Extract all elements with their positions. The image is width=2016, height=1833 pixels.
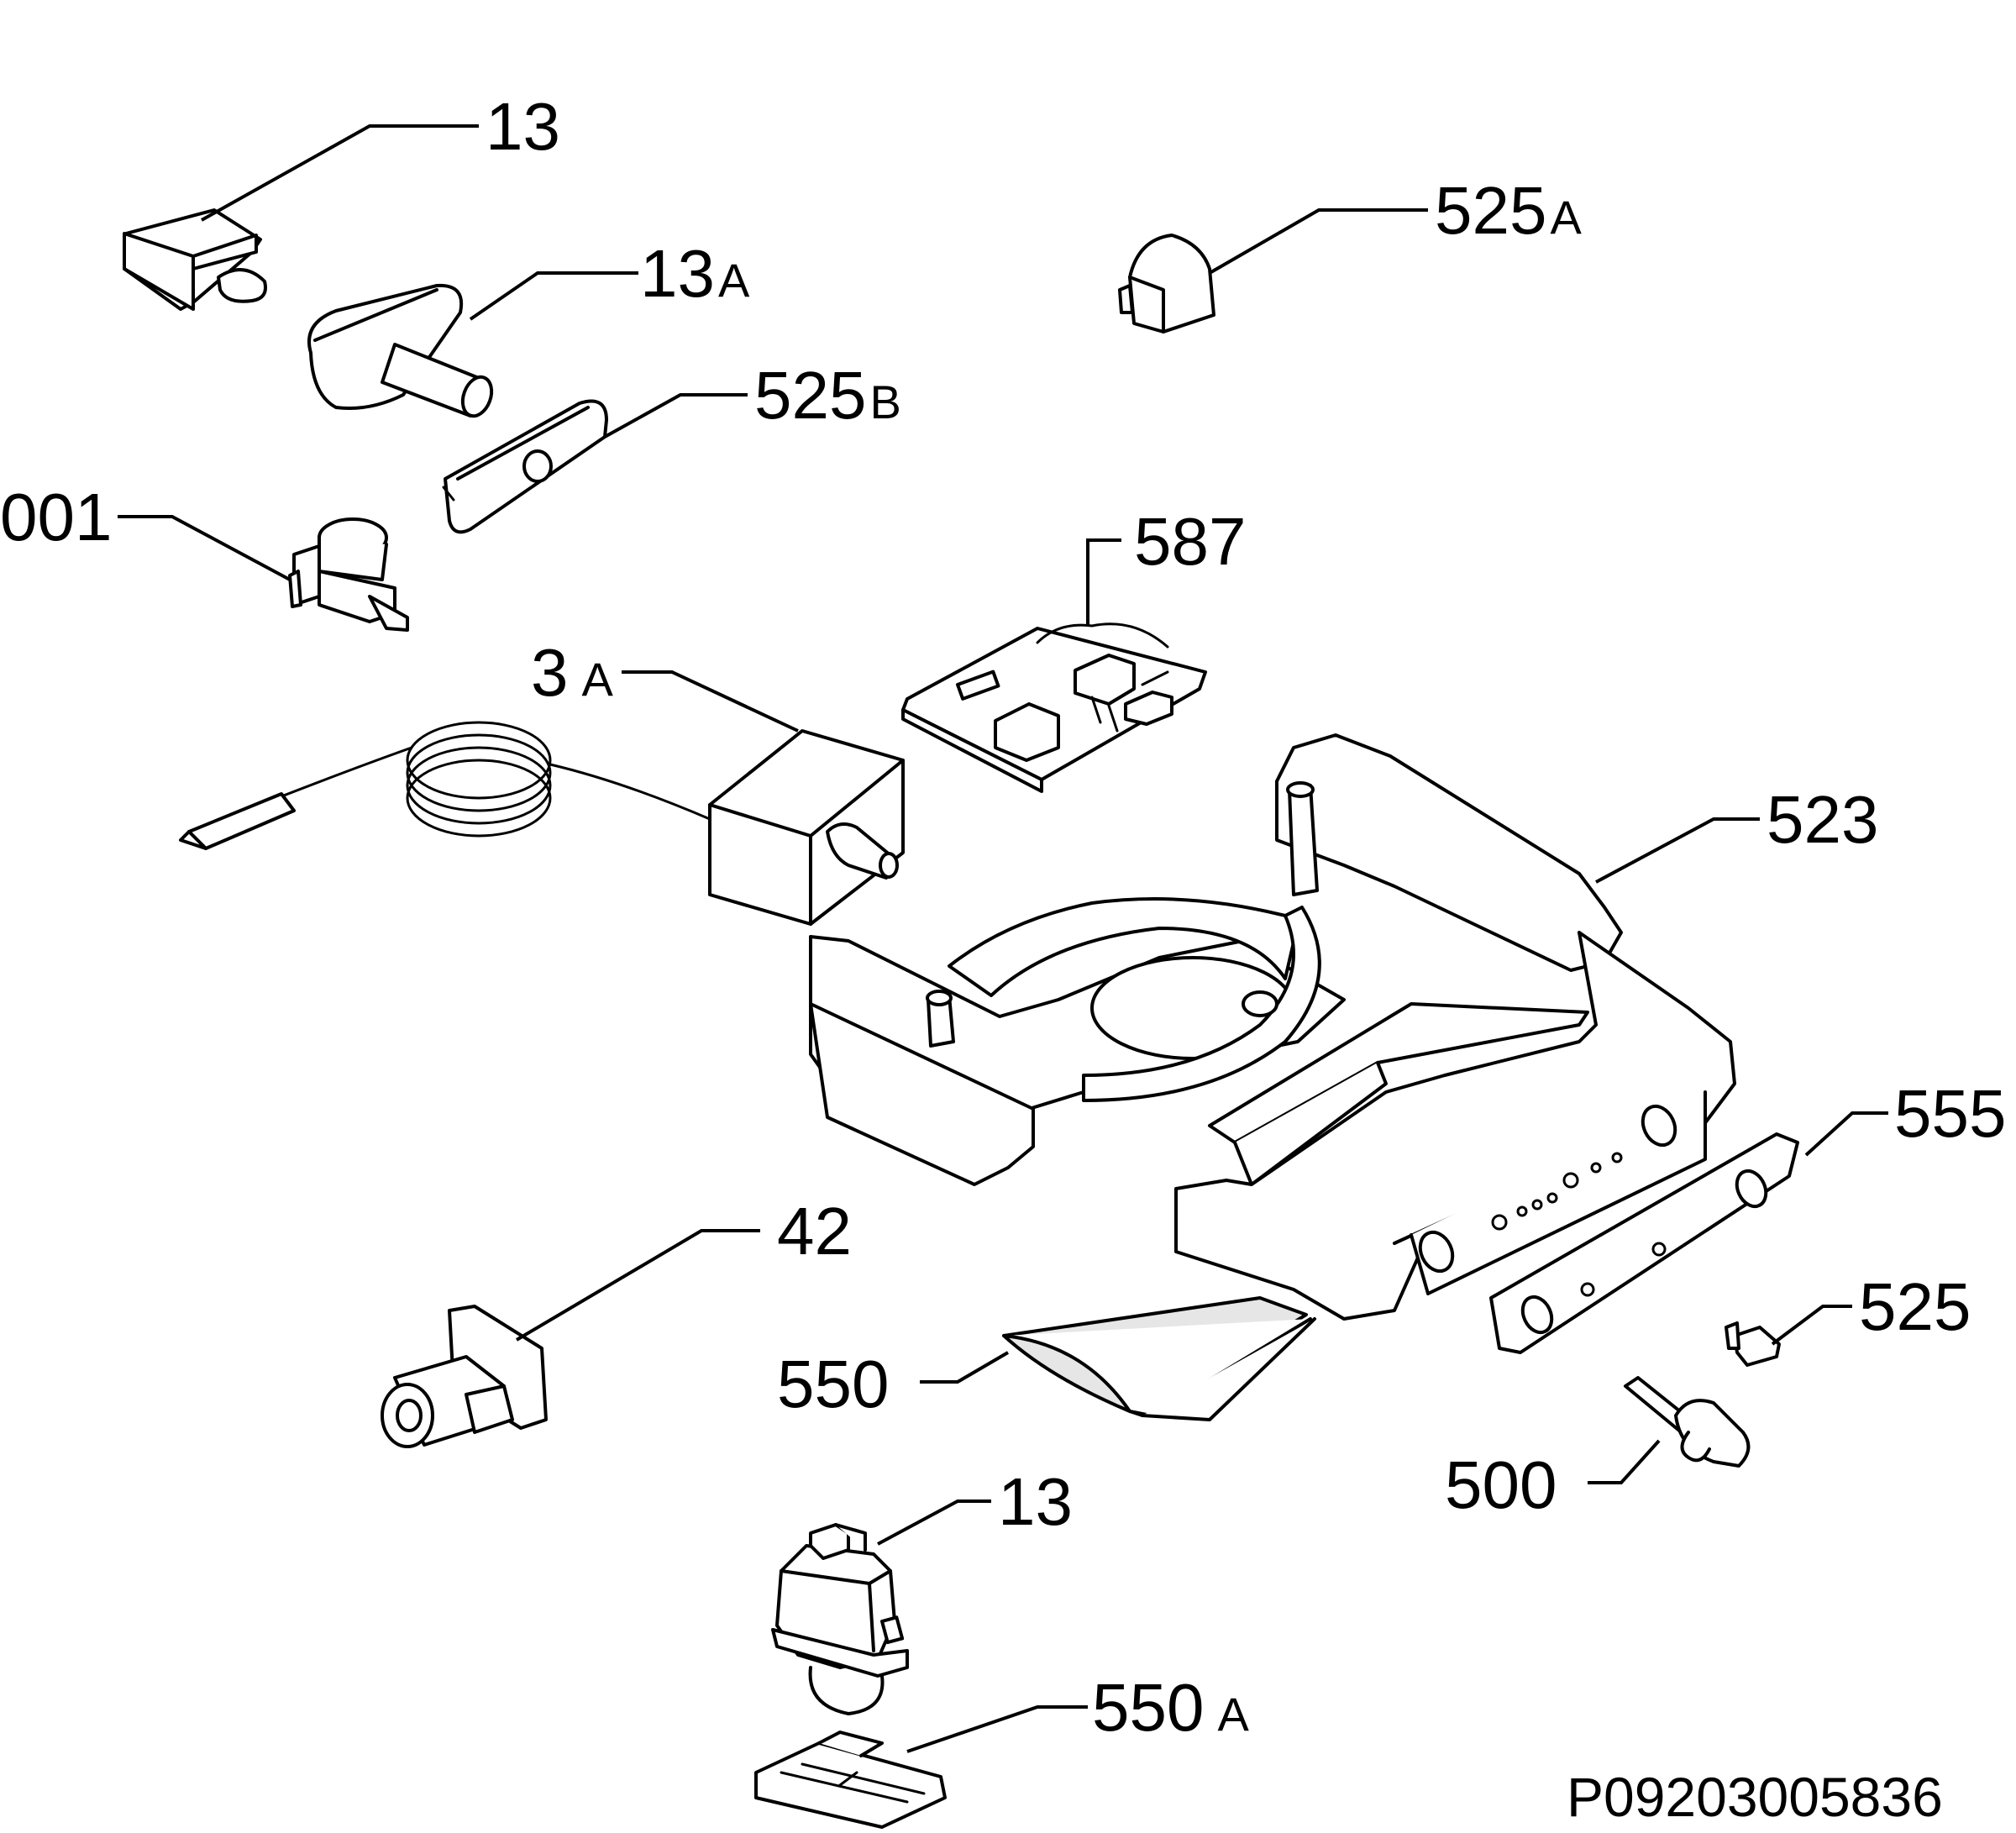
callout-555: 555 <box>1894 1076 2006 1151</box>
leader-lines <box>118 124 1888 1753</box>
callout-550: 550 <box>777 1347 889 1421</box>
callout-13-bottom: 13 <box>998 1464 1073 1539</box>
drawing-code: P09203005836 <box>1567 1766 1943 1828</box>
callout-001: 001 <box>0 480 112 554</box>
part-525b <box>442 399 608 534</box>
callout-13a: 13A <box>640 236 750 311</box>
callout-587: 587 <box>1134 504 1246 579</box>
part-42-socket <box>381 1305 548 1448</box>
part-523-housing <box>809 733 1736 1321</box>
callout-525b: 525B <box>754 358 901 433</box>
part-3a-thermostat <box>179 721 905 926</box>
part-555-panel <box>1489 1132 1799 1354</box>
part-13-bottom <box>771 1523 909 1715</box>
part-587-pcb <box>901 622 1207 793</box>
part-550-cover <box>1002 1296 1316 1421</box>
part-13a <box>307 283 494 418</box>
callout-42: 42 <box>777 1194 852 1268</box>
callout-525a: 525A <box>1435 173 1582 248</box>
part-525a <box>1118 234 1215 334</box>
callout-13-top: 13 <box>486 89 560 164</box>
callout-500: 500 <box>1445 1447 1557 1522</box>
callout-525: 525 <box>1859 1269 1971 1344</box>
part-525-small <box>1725 1321 1781 1367</box>
part-500-bulb <box>1624 1376 1751 1468</box>
part-550a-clip <box>754 1731 947 1829</box>
part-13-top <box>123 208 267 311</box>
callout-523: 523 <box>1767 782 1878 857</box>
part-001-relay <box>288 517 409 632</box>
